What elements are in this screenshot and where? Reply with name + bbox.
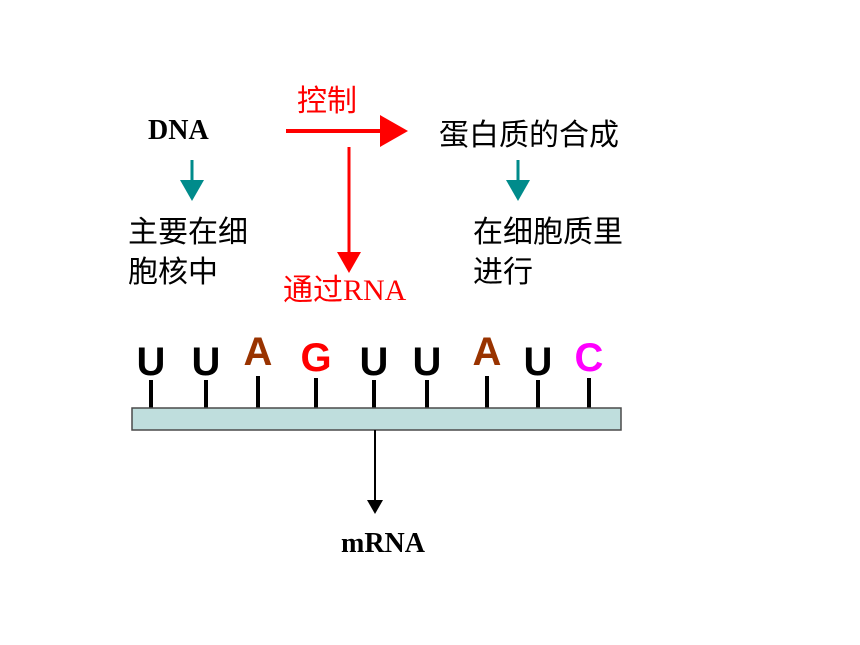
mrna-strand — [131, 407, 622, 431]
base-letter: A — [243, 330, 273, 374]
via-rna-label: 通过RNA — [283, 274, 407, 307]
base-letter: C — [574, 336, 604, 380]
mrna-label: mRNA — [341, 528, 425, 559]
base-letter: U — [136, 340, 166, 384]
protein-location-line: 在细胞质里 — [473, 215, 623, 250]
base-letter: U — [191, 340, 221, 384]
base-letter: U — [359, 340, 389, 384]
protein-location-text: 在细胞质里 进行 — [473, 213, 623, 293]
base-letter: U — [523, 340, 553, 384]
base-stems — [149, 376, 591, 409]
dna-label: DNA — [148, 115, 209, 146]
control-label: 控制 — [297, 84, 357, 119]
base-letter: A — [472, 330, 502, 374]
protein-location-line: 进行 — [473, 255, 533, 290]
dna-location-line: 主要在细 — [128, 215, 248, 250]
base-letter: G — [300, 336, 332, 380]
dna-location-line: 胞核中 — [128, 255, 218, 290]
base-letter: U — [412, 340, 442, 384]
protein-synthesis-label: 蛋白质的合成 — [439, 118, 619, 153]
dna-location-text: 主要在细 胞核中 — [128, 213, 248, 293]
